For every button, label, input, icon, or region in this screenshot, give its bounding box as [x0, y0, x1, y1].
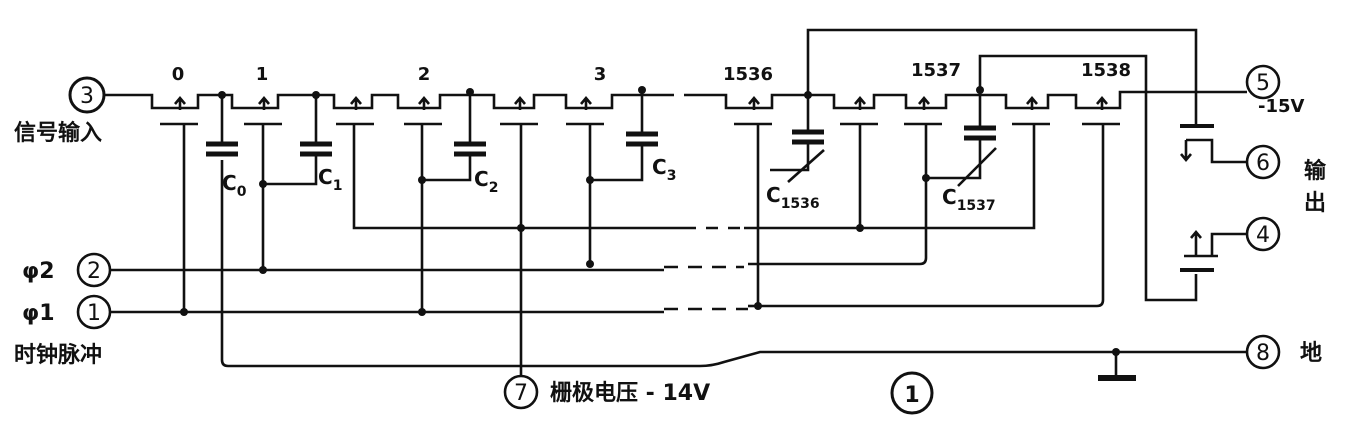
signal-chain: [104, 90, 1247, 110]
transistor-gates: [160, 95, 1120, 126]
stage-label-1536: 1536: [723, 64, 773, 85]
cap-label-c3: C3: [652, 155, 676, 184]
svg-text:6: 6: [1256, 151, 1270, 176]
svg-text:8: 8: [1256, 341, 1270, 366]
clock-pulse-label: 时钟脉冲: [14, 342, 102, 368]
figure-number: 1: [890, 371, 934, 415]
pin-3: 3: [68, 76, 106, 114]
pin-5: 5: [1245, 64, 1281, 100]
output-stage: [806, 28, 1247, 302]
stage-label-1538: 1538: [1081, 60, 1131, 81]
svg-text:7: 7: [514, 381, 528, 406]
pin-2: 2: [76, 252, 112, 288]
pin-8: 8: [1245, 334, 1281, 370]
phi1-label: φ1: [22, 301, 55, 326]
svg-text:2: 2: [87, 259, 101, 284]
cap-label-c1537: C1537: [942, 185, 996, 214]
supply-voltage-label: -15V: [1258, 96, 1305, 117]
stage-labels: 0 1 2 3 1536 1537 1538: [172, 60, 1131, 85]
svg-text:1: 1: [904, 383, 919, 408]
stage-label-0: 0: [172, 64, 185, 85]
gate-voltage-label: 栅极电压 - 14V: [550, 381, 710, 406]
stage-label-1: 1: [256, 64, 269, 85]
channel-arrow-icon: [174, 95, 1108, 110]
svg-text:3: 3: [80, 84, 94, 109]
svg-text:1: 1: [87, 301, 101, 326]
clock-buses: [110, 265, 758, 314]
gate-wiring: [182, 124, 1105, 372]
svg-text:5: 5: [1256, 71, 1270, 96]
stage-label-2: 2: [418, 64, 431, 85]
junction-dots: [180, 224, 864, 316]
cap-label-c1: C1: [318, 165, 342, 194]
cap-label-c1536: C1536: [766, 183, 820, 212]
pin-6: 6: [1245, 144, 1281, 180]
pin-7: 7: [503, 372, 539, 410]
cap-label-c2: C2: [474, 167, 498, 196]
ground-bus: [220, 160, 1247, 381]
signal-input-label: 信号输入: [14, 120, 102, 146]
stage-label-3: 3: [594, 64, 607, 85]
capacitors: [206, 86, 997, 188]
pin-4: 4: [1245, 216, 1281, 252]
text-labels: 信号输入 φ2 φ1 时钟脉冲 栅极电压 - 14V -15V 输 出 地: [14, 96, 1327, 406]
stage-label-1537: 1537: [911, 60, 961, 81]
output-label-line1: 输: [1304, 158, 1327, 184]
capacitor-labels: C0 C1 C2 C3 C1536 C1537: [222, 155, 996, 214]
svg-text:4: 4: [1256, 223, 1270, 248]
cap-label-c0: C0: [222, 171, 247, 200]
pin-1: 1: [76, 294, 112, 330]
ground-label: 地: [1300, 341, 1322, 366]
phi2-label: φ2: [22, 259, 55, 284]
pins: 3 2 1 7 5 6 4 8: [68, 64, 1281, 410]
output-label-line2: 出: [1304, 191, 1326, 216]
